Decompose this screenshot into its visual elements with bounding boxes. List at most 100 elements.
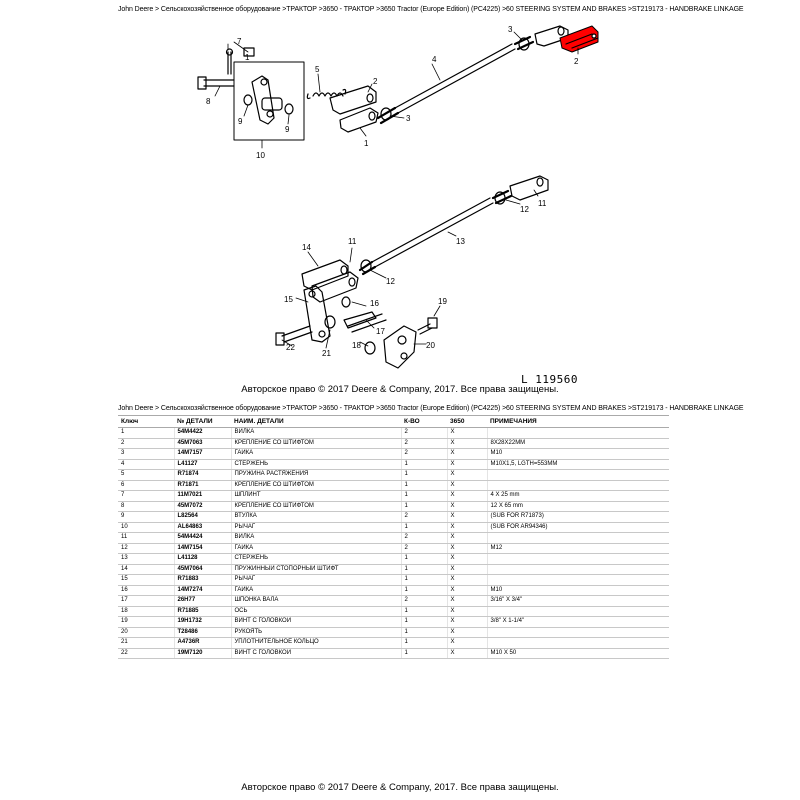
- row-part-no[interactable]: 11M7021: [173, 490, 231, 502]
- row-qty: 1: [400, 501, 447, 512]
- row-qty: 2: [400, 448, 447, 460]
- col-header-model: 3650: [447, 415, 487, 428]
- row-part-no[interactable]: R71874: [173, 469, 231, 481]
- clevis-11-upper: [509, 175, 549, 201]
- row-qty: 2: [400, 511, 447, 523]
- row-key: 16: [118, 585, 174, 596]
- row-note: 3/16" X 3/4": [486, 595, 669, 607]
- bushing-9-right: [284, 103, 294, 115]
- row-qty: 2: [400, 543, 447, 554]
- row-part-name: СТЕРЖЕНЬ: [230, 553, 401, 565]
- row-part-name: ШПЛИНТ: [230, 490, 401, 502]
- callout: 12: [520, 205, 529, 214]
- callout: 11: [348, 237, 357, 246]
- row-model: X: [446, 511, 487, 523]
- bushing-9-left: [243, 94, 253, 106]
- breadcrumb: John Deere > Сельскохозяйственное оборуд…: [118, 405, 744, 412]
- row-note: 3/8" X 1-1/4": [486, 616, 669, 628]
- bolt-22: [281, 325, 313, 343]
- row-note: 12 X 65 mm: [486, 501, 669, 512]
- callout: 20: [426, 341, 435, 350]
- row-model: X: [446, 522, 487, 533]
- row-part-no[interactable]: 14M7274: [173, 585, 231, 596]
- callout: 2: [574, 57, 579, 66]
- callout: 14: [302, 243, 311, 252]
- row-note: [486, 532, 669, 544]
- row-qty: 1: [400, 606, 447, 617]
- row-model: X: [446, 448, 487, 460]
- row-part-no[interactable]: 19H1732: [173, 616, 231, 628]
- nut-3-mid: [380, 107, 392, 121]
- row-part-no[interactable]: 45M7063: [173, 438, 231, 449]
- row-part-no[interactable]: R71883: [173, 574, 231, 586]
- row-key: 2: [118, 438, 174, 449]
- callout: 8: [206, 97, 211, 106]
- row-model: X: [446, 532, 487, 544]
- row-part-name: ВИНТ С ГОЛОВКОЙ: [230, 616, 401, 628]
- row-model: X: [446, 606, 487, 617]
- lever-15: [303, 285, 331, 343]
- row-note: M10X1,5, LGTH=553MM: [486, 459, 669, 470]
- pin-2-highlight: [559, 25, 599, 53]
- col-header-note: ПРИМЕЧАНИЯ: [487, 415, 669, 428]
- rod-13: [358, 189, 513, 276]
- callout: 16: [370, 299, 379, 308]
- row-part-no[interactable]: 14M7157: [173, 448, 231, 460]
- handle-20: [383, 325, 417, 369]
- callout: 12: [386, 277, 395, 286]
- row-part-no[interactable]: L41128: [173, 553, 231, 565]
- nut-12-upper: [494, 191, 506, 205]
- row-part-no[interactable]: 45M7072: [173, 501, 231, 512]
- nut-12-lower: [360, 259, 372, 273]
- row-part-no[interactable]: T28486: [173, 627, 231, 638]
- row-part-no[interactable]: 45M7064: [173, 564, 231, 575]
- row-part-no[interactable]: 14M7154: [173, 543, 231, 554]
- row-note: M10: [486, 448, 669, 460]
- row-part-name: ШПОНКА ВАЛА: [230, 595, 401, 607]
- row-part-no[interactable]: 54M4422: [173, 427, 231, 439]
- row-note: (SUB FOR AR94346): [486, 522, 669, 533]
- row-qty: 2: [400, 438, 447, 449]
- parts-table: Ключ № ДЕТАЛИ НАИМ. ДЕТАЛИ К-ВО 3650 ПРИ…: [118, 415, 669, 659]
- parts-diagram: 7 1 8 9 9 10 5 2 3 1 4 3 2 11 12 13 14 1…: [197, 25, 599, 369]
- callout: 17: [376, 327, 385, 336]
- row-part-no[interactable]: A4736R: [173, 637, 231, 649]
- row-part-no[interactable]: 26H77: [173, 595, 231, 607]
- row-qty: 1: [400, 459, 447, 470]
- row-part-no[interactable]: R71871: [173, 480, 231, 491]
- row-model: X: [446, 595, 487, 607]
- row-part-no[interactable]: R71885: [173, 606, 231, 617]
- row-part-no[interactable]: L82564: [173, 511, 231, 523]
- row-model: X: [446, 574, 487, 586]
- row-part-no[interactable]: L41127: [173, 459, 231, 470]
- row-model: X: [446, 637, 487, 649]
- lever-10: [251, 75, 275, 125]
- o-ring-21: [324, 315, 336, 329]
- key-17: [343, 311, 377, 329]
- row-qty: 1: [400, 585, 447, 596]
- row-part-no[interactable]: 54M4424: [173, 532, 231, 544]
- callout: 9: [285, 125, 290, 134]
- clevis-14: [301, 259, 349, 291]
- row-model: X: [446, 553, 487, 565]
- row-part-no[interactable]: AL64863: [173, 522, 231, 533]
- row-part-name: УПЛОТНИТЕЛЬНОЕ КОЛЬЦО: [230, 637, 401, 649]
- callout: 10: [256, 151, 265, 160]
- callout: 15: [284, 295, 293, 304]
- row-key: 11: [118, 532, 174, 544]
- row-part-no[interactable]: 19M7120: [173, 648, 231, 659]
- row-key: 19: [118, 616, 174, 628]
- row-key: 4: [118, 459, 174, 470]
- row-model: X: [446, 480, 487, 491]
- row-key: 22: [118, 648, 174, 659]
